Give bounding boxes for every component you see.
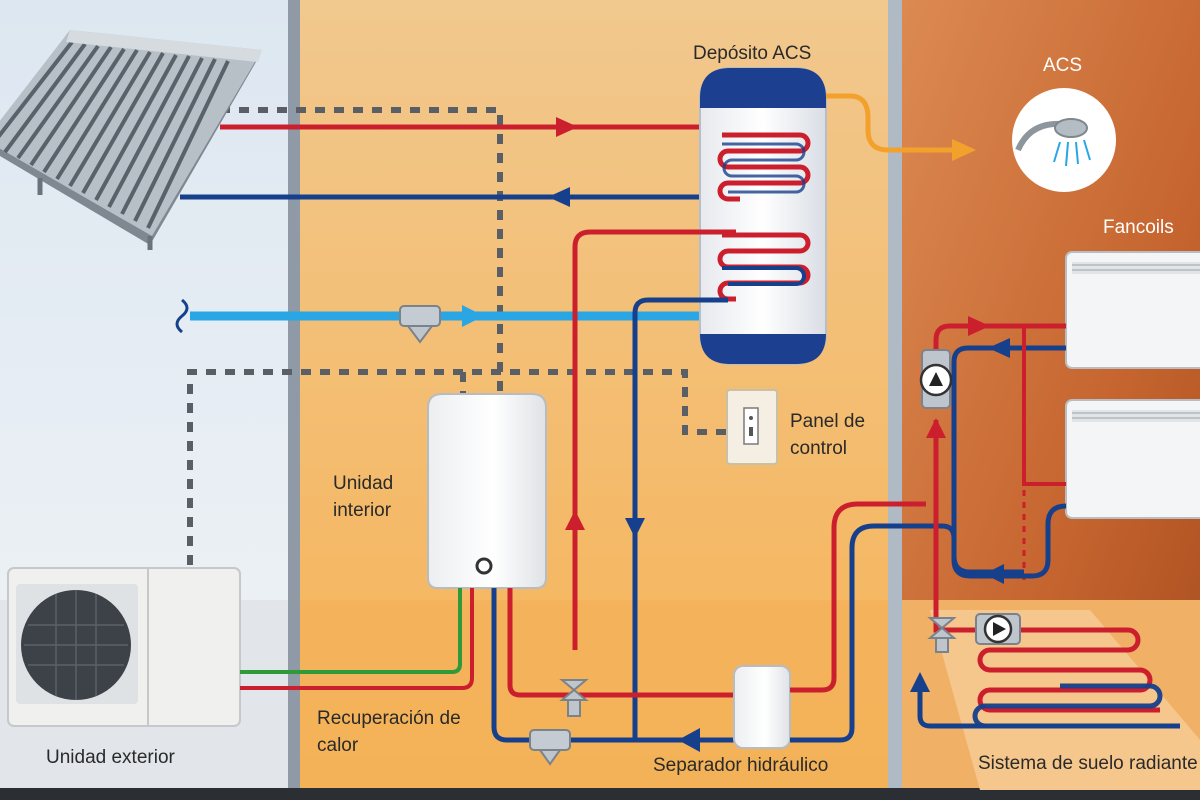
hydraulic-separator [733, 665, 791, 749]
secondary-supply-pipe [790, 501, 926, 693]
flow-arrow [988, 338, 1010, 358]
flow-arrow [984, 564, 1004, 584]
primary-supply-pipe [507, 588, 734, 698]
control-panel[interactable] [726, 389, 778, 465]
label-sistema-suelo-radiante: Sistema de suelo radiante [978, 753, 1198, 774]
fancoil-return-pipe [951, 345, 1066, 575]
label-separador-hidraulico: Separador hidráulico [653, 755, 829, 776]
fancoil-unit [1065, 251, 1200, 369]
flow-arrow [678, 728, 700, 752]
valve-icon [927, 617, 957, 653]
indoor-unit [427, 393, 547, 589]
floor-return-pipe [917, 680, 1180, 729]
flow-arrow [462, 305, 484, 327]
mains-break-icon [175, 298, 189, 334]
fancoil-branch [1022, 326, 1066, 486]
refrigerant-line [240, 588, 474, 690]
pump-icon[interactable] [975, 613, 1021, 645]
tank-coil-return [632, 297, 728, 738]
flow-arrow [968, 316, 990, 336]
radiant-floor [930, 610, 1200, 790]
flow-arrow [556, 117, 578, 137]
label-unidad-interior: Unidad interior [333, 473, 394, 521]
control-wiring [187, 107, 730, 565]
tank-coil-supply [572, 229, 736, 650]
primary-return-pipe [491, 588, 734, 743]
label-recuperacion-de-calor: Recuperación de calor [317, 708, 461, 756]
dhw-tank [699, 67, 827, 365]
label-acs: ACS [1043, 55, 1083, 76]
fancoil-supply-pipe [933, 323, 1066, 392]
label-deposito-acs: Depósito ACS [693, 43, 812, 64]
flow-arrow [952, 139, 976, 161]
filter-icon [399, 305, 441, 344]
label-unidad-exterior: Unidad exterior [46, 747, 175, 768]
flow-arrow [910, 672, 930, 692]
fancoil-branch [990, 503, 1067, 579]
valve-icon [559, 679, 589, 717]
flow-arrow [625, 518, 645, 538]
label-panel-de-control: Panel de control [790, 411, 866, 459]
label-fancoils: Fancoils [1103, 217, 1174, 238]
solar-collector-icon [0, 30, 262, 250]
filter-icon [529, 729, 571, 766]
wall-divider [888, 0, 902, 790]
refrigerant-line [240, 588, 462, 674]
shower-head-icon [1012, 88, 1116, 192]
gauge-icon [475, 557, 493, 575]
flow-arrow [565, 510, 585, 530]
bottom-bar [0, 788, 1200, 800]
dhw-outlet-pipe [826, 93, 970, 153]
flow-arrow [548, 187, 570, 207]
outdoor-unit [7, 567, 241, 727]
pump-icon[interactable] [919, 349, 953, 409]
flow-arrow [926, 418, 946, 438]
fancoil-unit [1065, 399, 1200, 519]
